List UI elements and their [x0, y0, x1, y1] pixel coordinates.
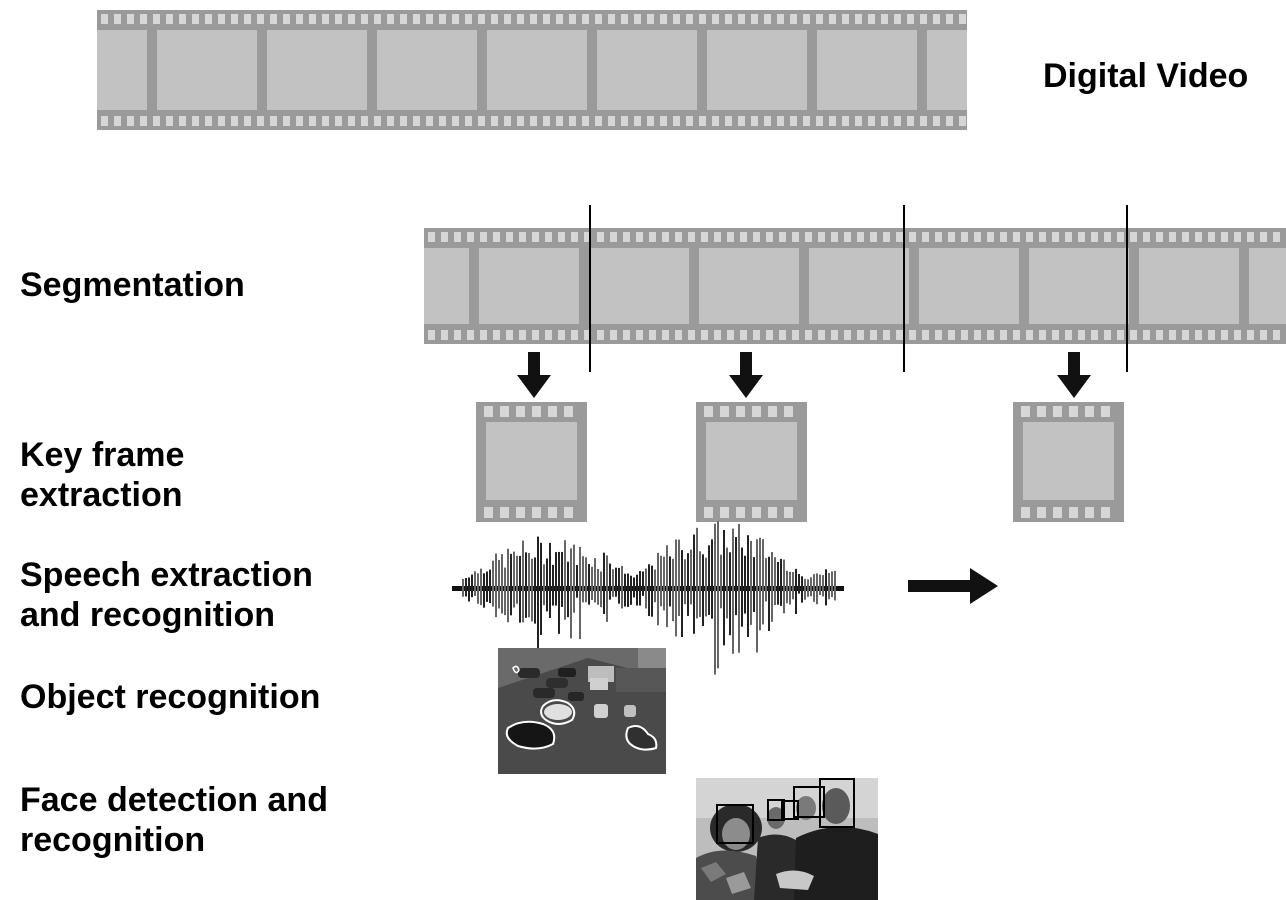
- right-arrow-icon: [908, 568, 998, 604]
- segmentation-label: Segmentation: [20, 266, 245, 304]
- key-frame-icon: [476, 402, 587, 522]
- down-arrow-icon: [729, 352, 763, 398]
- key-frame-line-2: extraction: [20, 476, 183, 514]
- digital-video-film-strip: [97, 10, 967, 130]
- down-arrow-icon: [517, 352, 551, 398]
- face-detection-label: Face detection and recognition: [20, 780, 328, 860]
- key-frame-extraction-label: Key frame extraction: [20, 435, 184, 515]
- object-recognition-image: [498, 648, 666, 774]
- speech-line-2: and recognition: [20, 596, 275, 634]
- key-frame-line-1: Key frame: [20, 436, 185, 474]
- digital-video-label: Digital Video: [1043, 57, 1249, 95]
- face-detection-image: [696, 778, 878, 900]
- face-line-2: recognition: [20, 821, 206, 859]
- audio-waveform-icon: [452, 521, 844, 675]
- key-frame-icon: [1013, 402, 1124, 522]
- key-frame-icon: [696, 402, 807, 522]
- face-line-1: Face detection and: [20, 781, 328, 819]
- speech-line-1: Speech extraction: [20, 556, 313, 594]
- down-arrow-icon: [1057, 352, 1091, 398]
- speech-extraction-label: Speech extraction and recognition: [20, 555, 313, 635]
- segmentation-film-strip: [424, 228, 1286, 344]
- object-recognition-label: Object recognition: [20, 678, 321, 716]
